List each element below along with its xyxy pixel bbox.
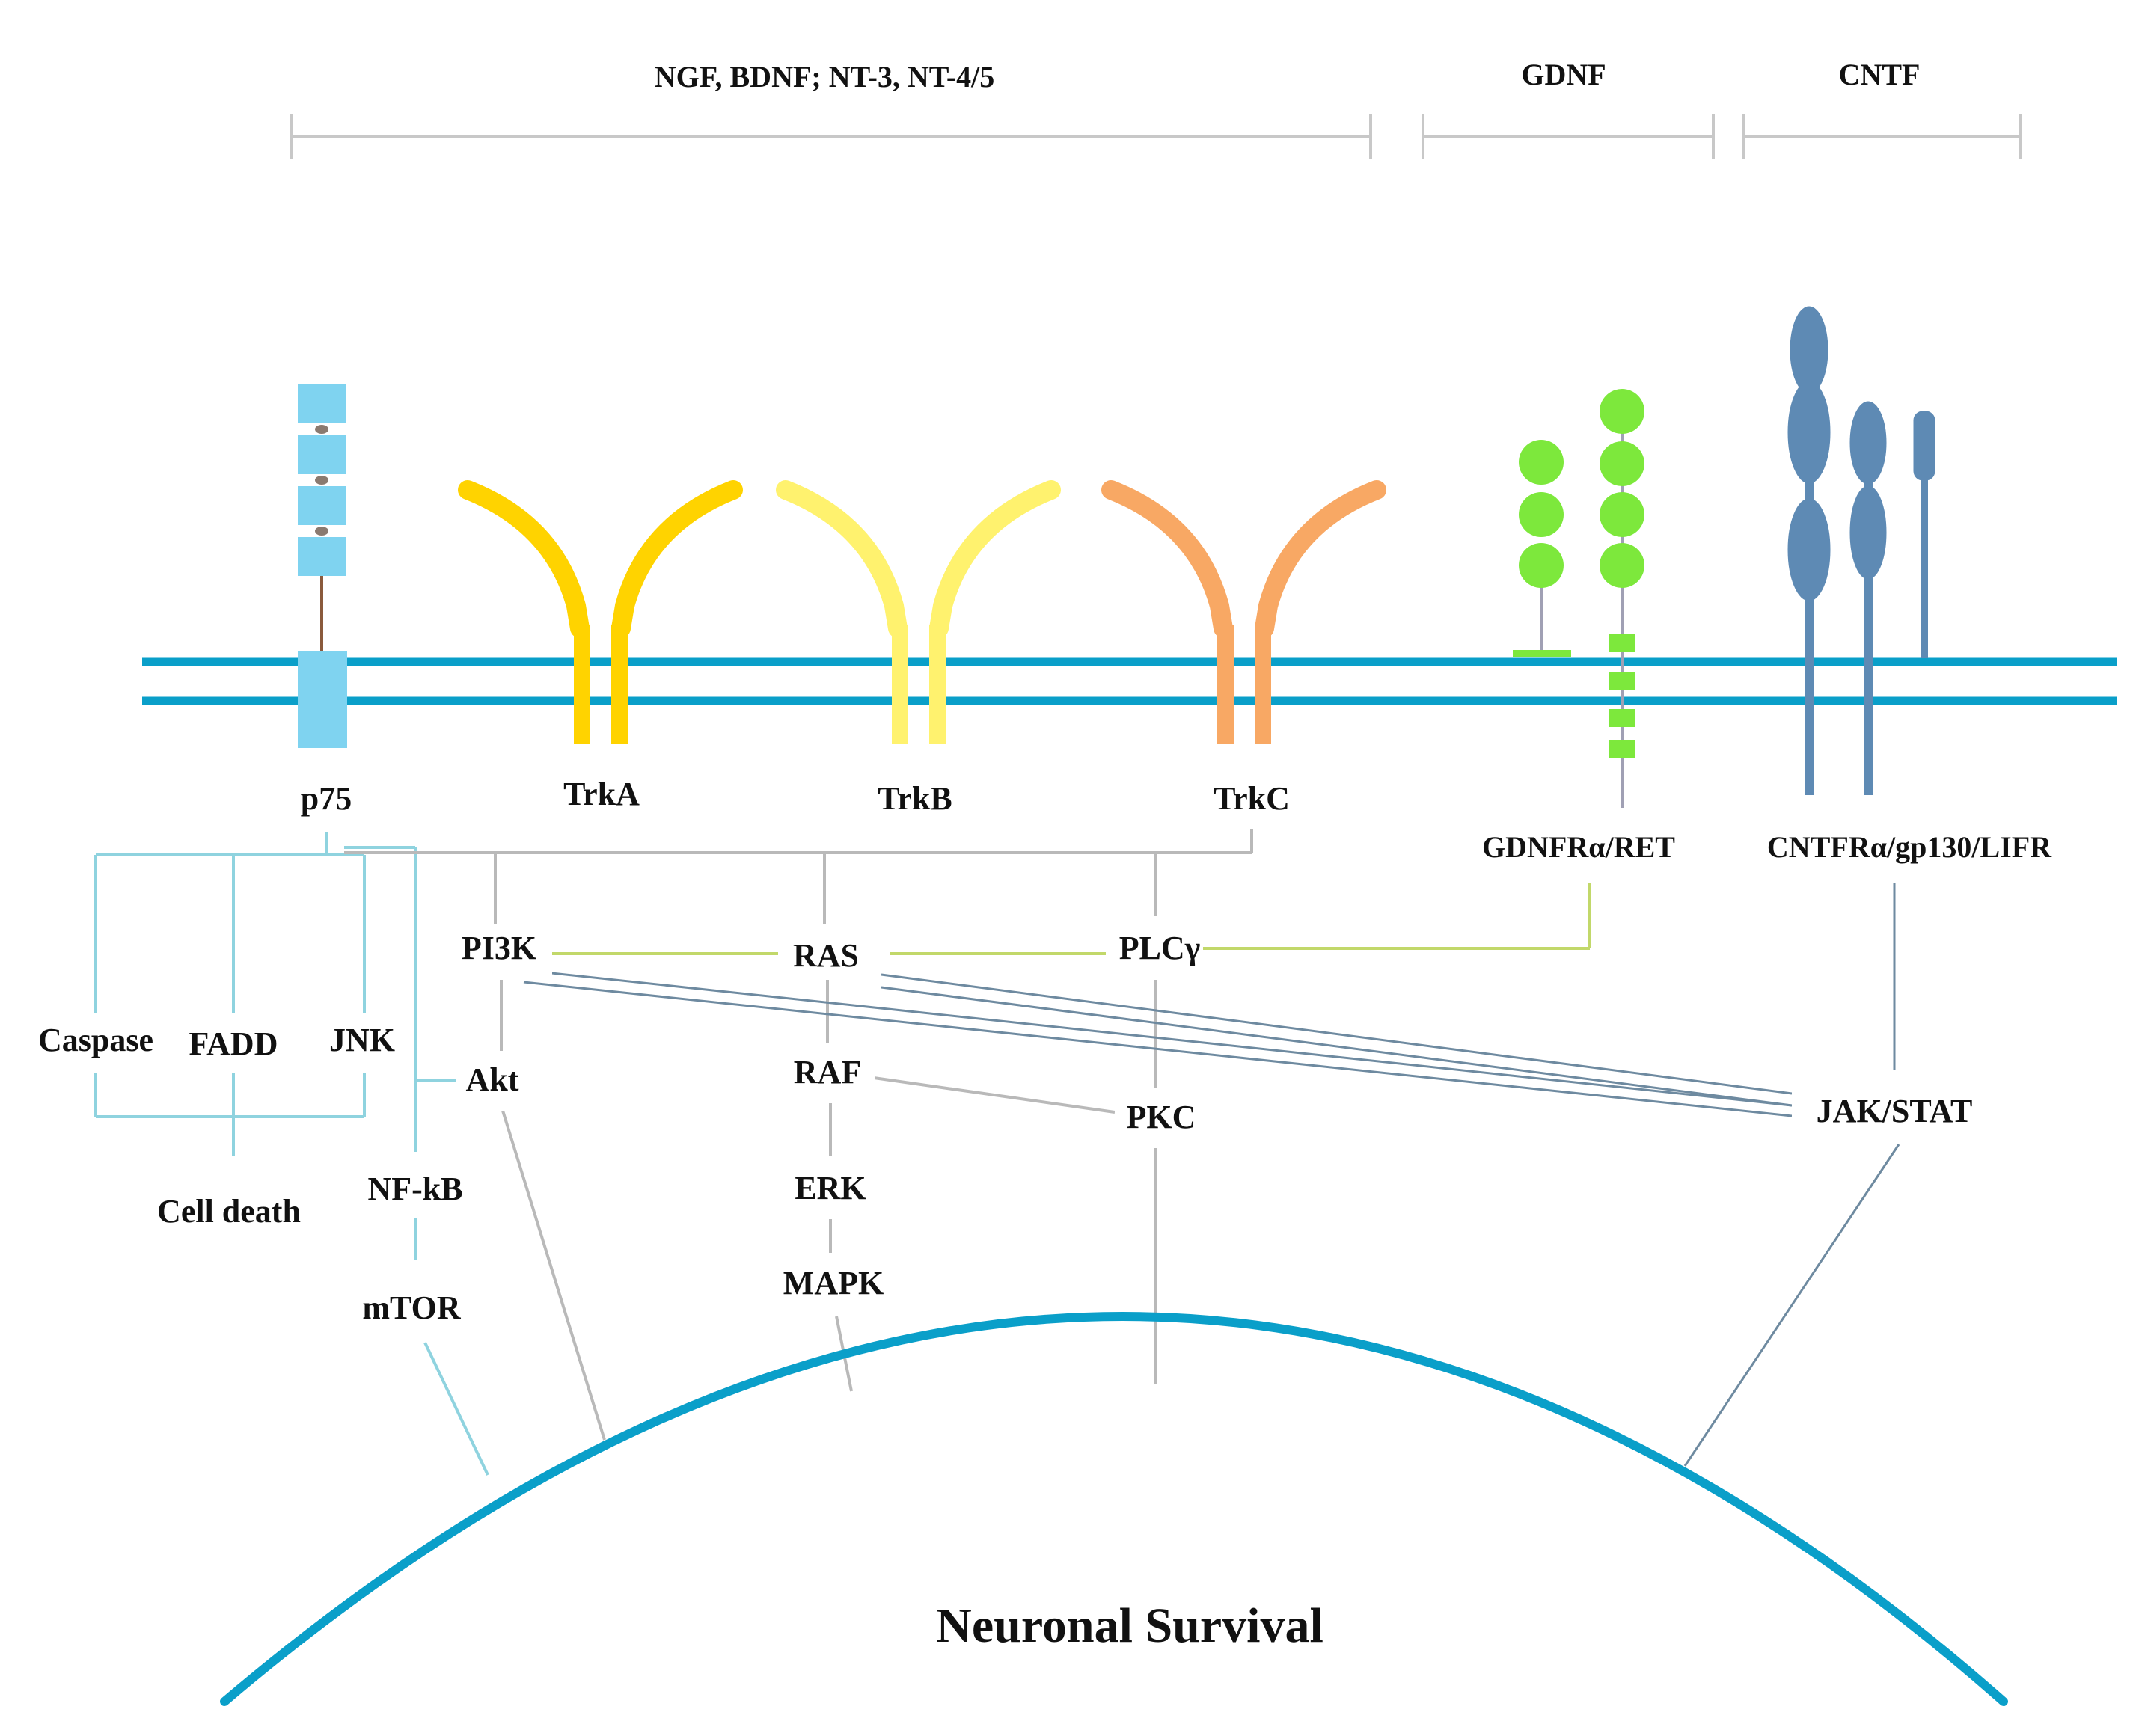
node-plcg: PLCγ — [1119, 930, 1201, 966]
neurotrophin-bracket — [290, 114, 1372, 159]
gdnf-bracket — [1422, 114, 1715, 159]
receptor-label-gdnfr: GDNFRα/RET — [1482, 830, 1675, 864]
node-erk: ERK — [795, 1170, 866, 1206]
node-mapk: MAPK — [783, 1265, 884, 1301]
node-caspase: Caspase — [38, 1022, 153, 1058]
cntf-pathway-lines — [523, 883, 1900, 1467]
cntf-bracket — [1742, 114, 2022, 159]
signaling-nodes: Caspase FADD JNK Cell death NF-kB mTOR P… — [38, 930, 1972, 1326]
p75-receptor — [298, 384, 347, 748]
cell-membrane — [142, 657, 2117, 705]
gdnf-pathway-lines — [550, 883, 1591, 955]
node-jak-stat: JAK/STAT — [1817, 1093, 1973, 1129]
ligand-label-neurotrophins: NGF, BDNF; NT-3, NT-4/5 — [655, 60, 995, 93]
outcome-label: Neuronal Survival — [936, 1598, 1323, 1653]
node-akt: Akt — [466, 1061, 519, 1098]
trka-receptor — [458, 480, 743, 744]
nucleus-outline — [220, 1312, 2008, 1706]
node-fadd: FADD — [189, 1025, 278, 1062]
trkc-receptor — [1101, 480, 1386, 744]
gdnf-receptor — [1513, 389, 1644, 808]
cntf-receptor — [1787, 306, 1935, 795]
ligand-label-cntf: CNTF — [1839, 58, 1921, 91]
node-mtor: mTOR — [362, 1289, 461, 1326]
receptor-label-cntfr: CNTFRα/gp130/LIFR — [1767, 830, 2052, 864]
ligand-brackets — [290, 114, 2022, 159]
receptor-label-p75: p75 — [301, 780, 352, 817]
node-ras: RAS — [793, 937, 859, 974]
node-pi3k: PI3K — [462, 930, 536, 966]
receptor-label-trkb: TrkB — [878, 780, 952, 817]
receptor-label-trkc: TrkC — [1214, 780, 1290, 817]
label-backgrounds — [27, 920, 1998, 1326]
receptor-label-trka: TrkA — [563, 776, 640, 812]
node-nfkb: NF-kB — [367, 1171, 462, 1207]
node-jnk: JNK — [329, 1022, 395, 1058]
node-pkc: PKC — [1127, 1099, 1196, 1135]
p75-pathway-lines — [94, 832, 489, 1476]
node-raf: RAF — [794, 1054, 861, 1091]
trkb-receptor — [776, 480, 1061, 744]
ligand-label-gdnf: GDNF — [1521, 58, 1606, 91]
node-cell-death: Cell death — [157, 1193, 301, 1230]
